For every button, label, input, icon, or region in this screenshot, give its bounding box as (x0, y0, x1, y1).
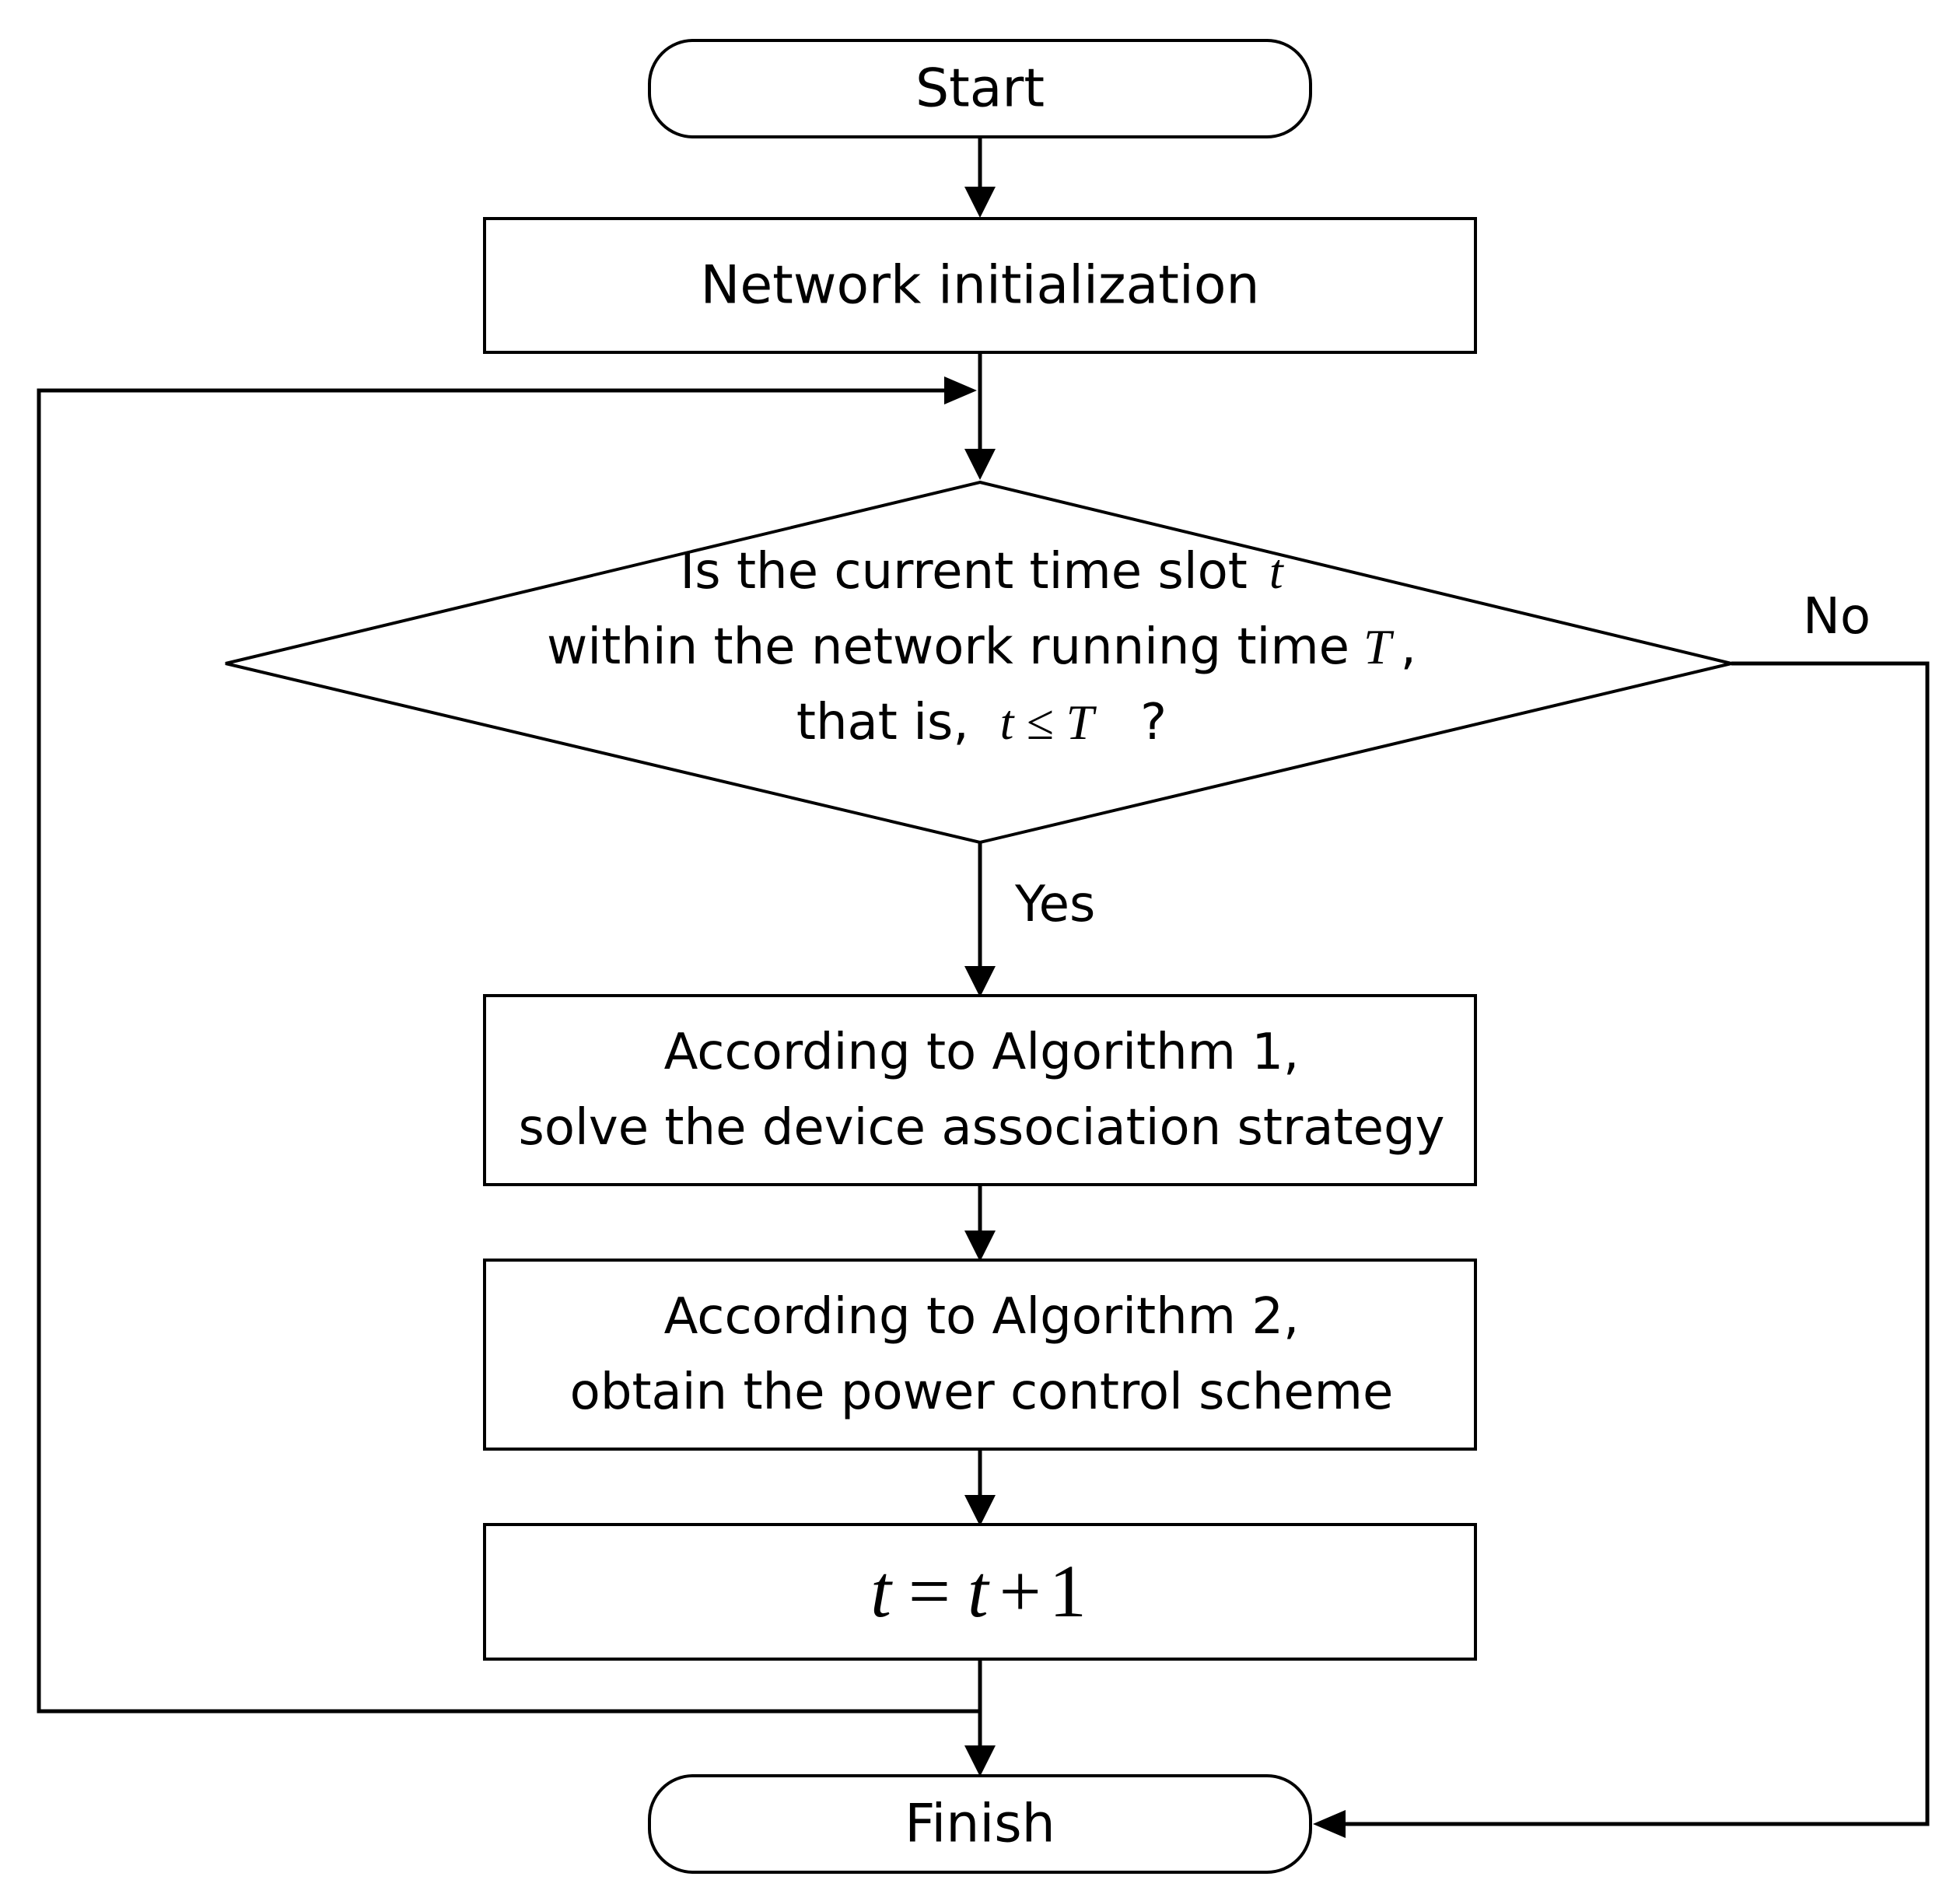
decision-line2-tail: , (1401, 618, 1416, 676)
no-label: No (1803, 588, 1871, 646)
decision-line3-tail: ? (1140, 694, 1167, 751)
arrowhead-start-to-init (964, 187, 996, 218)
arrowhead-update-to-finish (964, 1745, 996, 1777)
finish-label: Finish (905, 1794, 1055, 1855)
init-process (483, 217, 1477, 354)
arrowhead-algo2-to-update (964, 1495, 996, 1526)
algo2-line1: According to Algorithm 2, (664, 1288, 1300, 1346)
algo2-line2: obtain the power control scheme (570, 1364, 1394, 1421)
arrowhead-algo1-to-algo2 (964, 1231, 996, 1262)
start-terminal (648, 39, 1312, 138)
algo1-line1: According to Algorithm 1, (664, 1024, 1300, 1081)
arrowhead-init-to-decision (964, 449, 996, 480)
arrowhead-decision-to-algo1 (964, 966, 996, 997)
decision-line2: within the network running time T, (547, 618, 1416, 676)
decision-line3-expr: t ≤ T (1000, 695, 1097, 750)
connectors (37, 138, 1930, 1838)
algo2-process (483, 1259, 1477, 1451)
decision-line3: that is, t ≤ T? (796, 694, 1167, 751)
decision-diamond (225, 480, 1732, 845)
update-plus: + (999, 1549, 1041, 1633)
update-one: 1 (1049, 1549, 1087, 1633)
start-label: Start (915, 58, 1045, 120)
arrowhead-loop-back (944, 376, 977, 404)
loop-back-line (37, 388, 980, 1714)
decision-line3-text: that is, (796, 694, 969, 751)
decision-line2-text: within the network running time (547, 618, 1349, 676)
update-rhs-var: t (968, 1549, 990, 1633)
yes-label: Yes (1014, 876, 1095, 933)
algo1-line2: solve the device association strategy (519, 1099, 1445, 1157)
algo1-process (483, 994, 1477, 1186)
init-label: Network initialization (700, 255, 1259, 317)
decision-var-t: t (1269, 544, 1285, 599)
arrowhead-no-branch (1313, 1810, 1346, 1838)
decision-line1-text: Is the current time slot (680, 543, 1247, 600)
decision-line1: Is the current time slot t (680, 543, 1284, 600)
no-branch-line (1339, 661, 1930, 1826)
update-process (483, 1523, 1477, 1661)
decision-var-T: T (1363, 619, 1395, 674)
finish-terminal (648, 1774, 1312, 1874)
update-eq: = (908, 1549, 950, 1633)
update-expr: t=t+1 (870, 1549, 1087, 1633)
update-lhs: t (870, 1549, 893, 1633)
